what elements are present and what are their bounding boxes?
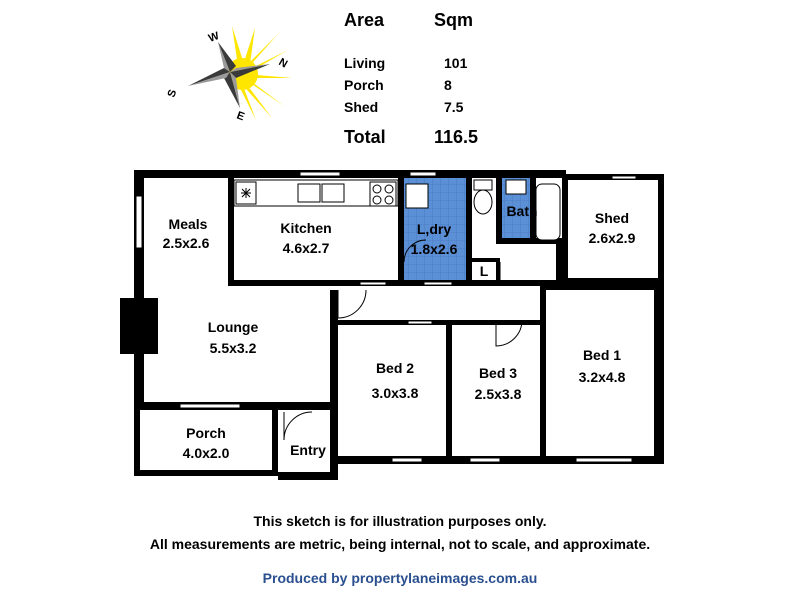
room-bath-name: Bath [506,203,537,219]
compass-w: W [207,30,221,45]
area-row-value: 7.5 [444,99,464,115]
laundry-tub [405,183,429,209]
room-bed1-size: 3.2x4.8 [579,369,626,385]
area-header: Area [344,10,385,30]
room-shed-name: Shed [595,210,629,226]
room-bed1-name: Bed 1 [583,347,621,363]
sqm-header: Sqm [434,10,474,30]
compass-rose-icon: W N S E [166,26,292,124]
room-entry-name: Entry [290,442,326,458]
room-bed2-size: 3.0x3.8 [372,385,419,401]
disclaimer-line-2: All measurements are metric, being inter… [149,536,651,552]
room-meals-size: 2.5x2.6 [163,235,210,251]
total-label: Total [344,127,386,147]
room-lounge-name: Lounge [208,319,259,335]
area-row-value: 8 [444,77,452,93]
room-porch-size: 4.0x2.0 [183,445,230,461]
room-kitchen-size: 4.6x2.7 [283,240,330,256]
compass-needles [188,42,270,108]
compass-e: E [235,110,246,124]
room-bed3-size: 2.5x3.8 [475,386,522,402]
door-swings [283,239,523,441]
room-linen-name: L [480,263,489,279]
area-row-label: Living [344,55,386,71]
room-kitchen-name: Kitchen [280,220,331,236]
credit-link[interactable]: Produced by propertylaneimages.com.au [262,570,538,586]
area-row-label: Porch [344,77,384,93]
bath-tub [535,183,561,241]
room-laundry-name: L,dry [417,221,451,237]
area-row-value: 101 [444,55,468,71]
total-value: 116.5 [434,127,479,147]
kitchen-counter [233,179,399,207]
compass-s: S [166,88,180,99]
disclaimer-line-1: This sketch is for illustration purposes… [253,513,547,529]
room-bed2-name: Bed 2 [376,360,414,376]
area-row-label: Shed [344,99,379,115]
room-shed-size: 2.6x2.9 [589,230,636,246]
room-laundry-size: 1.8x2.6 [411,241,458,257]
windows [135,171,637,463]
room-meals-name: Meals [169,216,208,232]
basin [505,179,527,195]
toilet [473,179,493,215]
room-bed3-name: Bed 3 [479,365,517,381]
room-lounge-size: 5.5x3.2 [210,340,257,356]
room-porch-name: Porch [186,425,226,441]
